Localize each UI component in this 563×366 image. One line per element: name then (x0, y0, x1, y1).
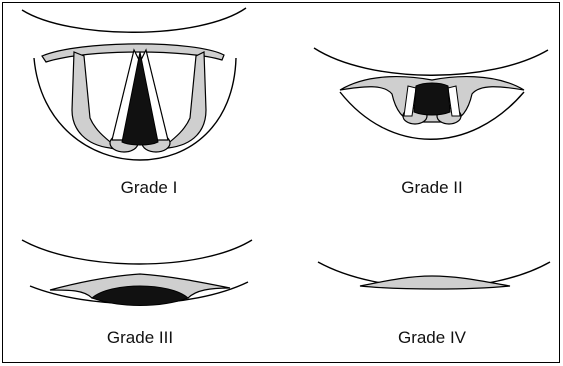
grade-3-illustration (0, 232, 280, 322)
grade-4-illustration (300, 232, 563, 322)
grade-2-label: Grade II (332, 178, 532, 198)
grade-4-label: Grade IV (332, 328, 532, 348)
grade-1-label: Grade I (49, 178, 249, 198)
grade-3-label: Grade III (40, 328, 240, 348)
grade-1-illustration (0, 0, 280, 170)
grade-2-illustration (300, 0, 563, 170)
